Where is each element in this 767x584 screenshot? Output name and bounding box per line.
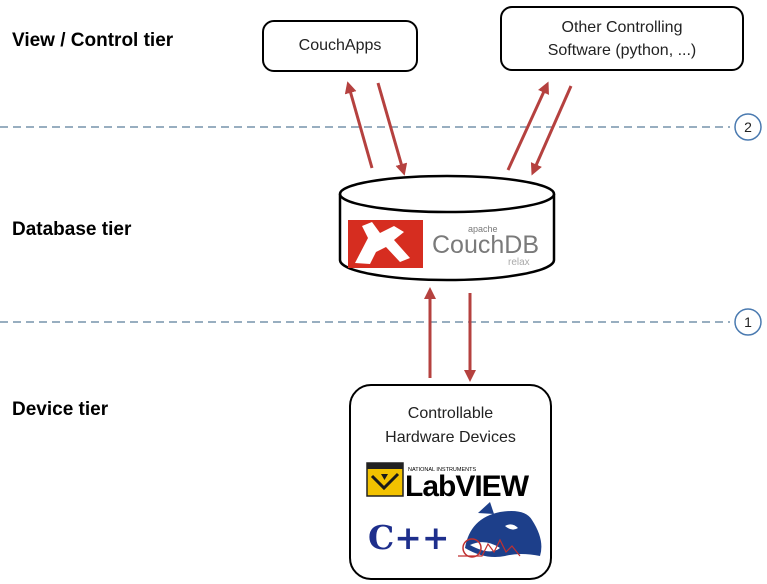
couchapps-label: CouchApps	[298, 37, 382, 54]
boundary-marker-1: 1	[734, 308, 762, 336]
device-tier-label: Device tier	[12, 399, 109, 420]
boundary-marker-2: 2	[734, 113, 762, 141]
labview-name-text: LabVIEW	[405, 470, 530, 503]
couchdb-logo-icon: apache CouchDB relax	[348, 220, 539, 268]
other-software-label-line2: Software (python, ...)	[547, 42, 697, 59]
view-control-tier-label: View / Control tier	[12, 30, 174, 51]
boundary-number-1: 1	[744, 314, 752, 330]
boundary-number-2: 2	[744, 119, 752, 135]
other-software-box: Other Controlling Software (python, ...)	[500, 6, 744, 71]
database-tier-label: Database tier	[12, 219, 132, 240]
other-software-label-line1: Other Controlling	[561, 19, 683, 36]
arrow-couchdb-to-other-software	[506, 81, 549, 171]
orca-logo-icon	[458, 502, 542, 558]
cpp-logo-text: C++	[368, 518, 450, 557]
labview-logo-icon: NATIONAL INSTRUMENTS LabVIEW	[366, 462, 531, 503]
arrow-couchapps-to-couchdb	[376, 82, 408, 176]
couchdb-tagline-text: relax	[508, 257, 530, 268]
hardware-devices-box: Controllable Hardware Devices	[349, 384, 552, 580]
couchapps-box: CouchApps	[262, 20, 418, 72]
labview-ni-text: NATIONAL INSTRUMENTS	[408, 467, 476, 473]
hardware-devices-label-line1: Controllable	[407, 405, 494, 422]
hardware-devices-label-line2: Hardware Devices	[385, 429, 516, 446]
arrow-couchdb-to-couchapps	[344, 81, 374, 169]
couchdb-apache-text: apache	[468, 224, 498, 234]
couchdb-name-text: CouchDB	[432, 231, 539, 259]
arrow-other-software-to-couchdb	[530, 85, 573, 176]
